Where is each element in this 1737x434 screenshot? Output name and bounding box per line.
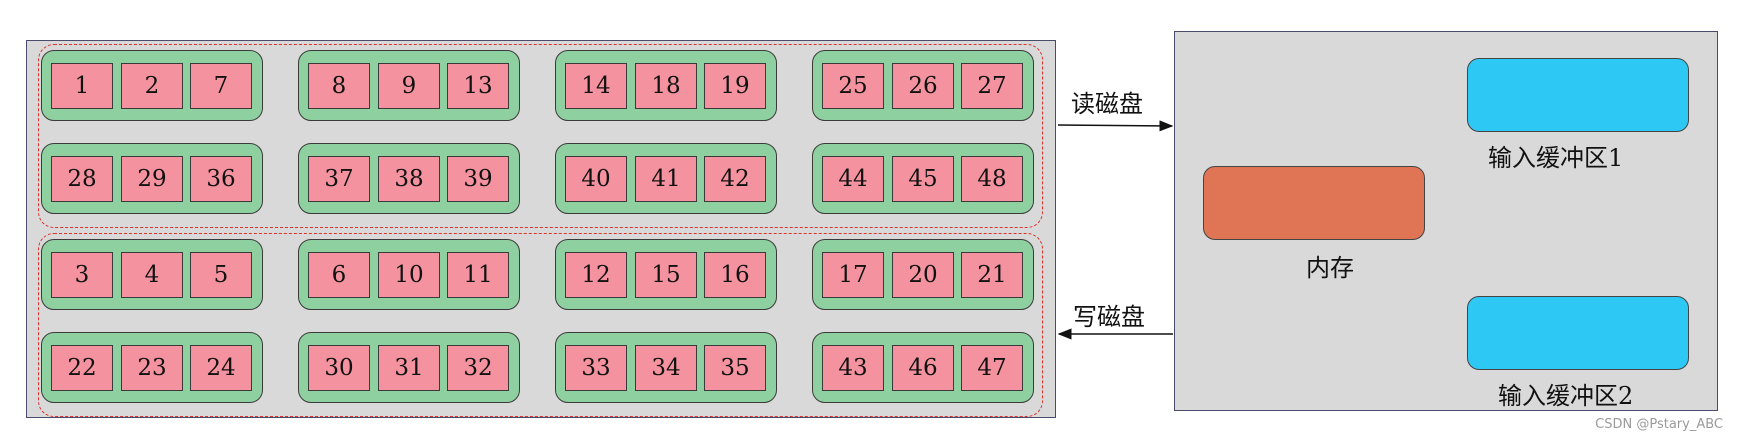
- record-block: 47: [961, 345, 1023, 391]
- record-block: 23: [121, 345, 183, 391]
- record-block: 16: [704, 252, 766, 298]
- memory-panel: 输入缓冲区1 内存 输入缓冲区2: [1174, 31, 1718, 411]
- input-buffer-1-label: 输入缓冲区1: [1488, 144, 1624, 172]
- record-block: 36: [190, 156, 252, 202]
- record-block: 46: [892, 345, 954, 391]
- record-block: 37: [308, 156, 370, 202]
- record-block: 35: [704, 345, 766, 391]
- record-block: 42: [704, 156, 766, 202]
- record-block: 45: [892, 156, 954, 202]
- record-block: 39: [447, 156, 509, 202]
- memory-label: 内存: [1306, 254, 1354, 282]
- record-block: 6: [308, 252, 370, 298]
- record-block: 5: [190, 252, 252, 298]
- record-block: 4: [121, 252, 183, 298]
- record-block: 10: [378, 252, 440, 298]
- record-block: 17: [822, 252, 884, 298]
- record-block: 18: [635, 63, 697, 109]
- record-block: 34: [635, 345, 697, 391]
- memory-block: [1203, 166, 1425, 240]
- record-block: 15: [635, 252, 697, 298]
- input-buffer-2-label: 输入缓冲区2: [1498, 382, 1634, 410]
- record-block: 20: [892, 252, 954, 298]
- record-block: 8: [308, 63, 370, 109]
- record-block: 11: [447, 252, 509, 298]
- record-block: 14: [565, 63, 627, 109]
- record-block: 25: [822, 63, 884, 109]
- record-block: 38: [378, 156, 440, 202]
- record-block: 1: [51, 63, 113, 109]
- record-block: 2: [121, 63, 183, 109]
- record-block: 28: [51, 156, 113, 202]
- record-block: 13: [447, 63, 509, 109]
- record-block: 31: [378, 345, 440, 391]
- write-disk-label: 写磁盘: [1073, 303, 1145, 331]
- record-block: 30: [308, 345, 370, 391]
- watermark: CSDN @Pstary_ABC: [1595, 417, 1723, 432]
- record-block: 24: [190, 345, 252, 391]
- record-block: 26: [892, 63, 954, 109]
- record-block: 27: [961, 63, 1023, 109]
- read-disk-label: 读磁盘: [1071, 90, 1143, 118]
- record-block: 40: [565, 156, 627, 202]
- record-block: 21: [961, 252, 1023, 298]
- record-block: 7: [190, 63, 252, 109]
- record-block: 19: [704, 63, 766, 109]
- read-disk-arrow: [1057, 120, 1174, 132]
- record-block: 32: [447, 345, 509, 391]
- record-block: 41: [635, 156, 697, 202]
- record-block: 44: [822, 156, 884, 202]
- record-block: 9: [378, 63, 440, 109]
- record-block: 43: [822, 345, 884, 391]
- record-block: 48: [961, 156, 1023, 202]
- input-buffer-2-block: [1467, 296, 1689, 370]
- record-block: 12: [565, 252, 627, 298]
- record-block: 33: [565, 345, 627, 391]
- input-buffer-1-block: [1467, 58, 1689, 132]
- record-block: 3: [51, 252, 113, 298]
- record-block: 22: [51, 345, 113, 391]
- record-block: 29: [121, 156, 183, 202]
